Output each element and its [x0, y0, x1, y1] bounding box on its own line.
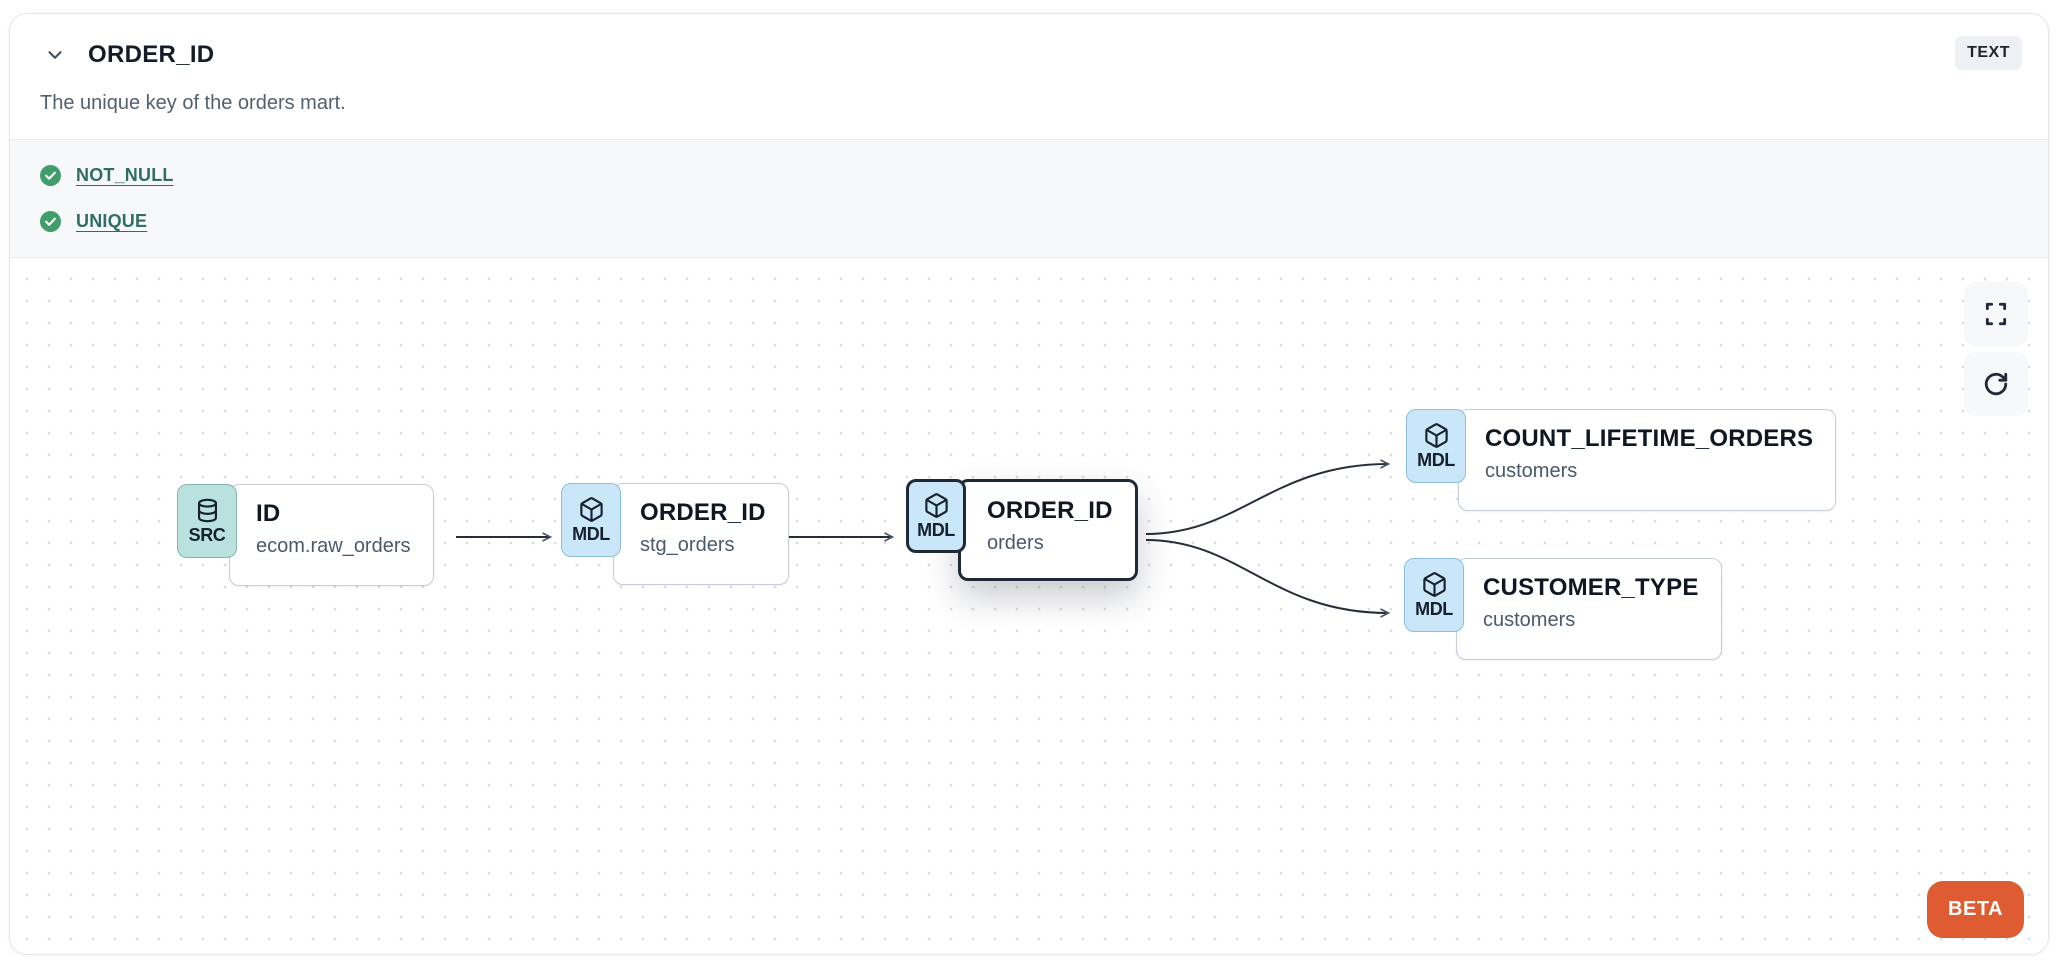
cube-icon	[923, 492, 950, 519]
column-title: ORDER_ID	[88, 41, 215, 68]
test-row: NOT_NULL	[40, 165, 2018, 186]
node-card: COUNT_LIFETIME_ORDERS customers	[1458, 409, 1837, 511]
cube-icon	[578, 496, 605, 523]
check-circle-icon	[40, 211, 61, 232]
node-badge-label: SRC	[188, 524, 226, 545]
node-type-badge-mdl: MDL	[1404, 558, 1464, 632]
node-title: ORDER_ID	[987, 497, 1113, 524]
tests-section: NOT_NULL UNIQUE	[10, 139, 2048, 258]
fullscreen-button[interactable]	[1964, 282, 2028, 346]
lineage-node-count-lifetime-orders[interactable]: MDL COUNT_LIFETIME_ORDERS customers	[1406, 409, 1837, 511]
node-title: CUSTOMER_TYPE	[1483, 574, 1699, 601]
node-badge-label: MDL	[572, 523, 610, 544]
lineage-edges	[456, 459, 1391, 618]
node-card: ID ecom.raw_orders	[229, 484, 434, 586]
test-link-not-null[interactable]: NOT_NULL	[76, 165, 174, 185]
node-subtitle: orders	[987, 532, 1044, 554]
test-link-unique[interactable]: UNIQUE	[76, 211, 148, 231]
node-subtitle: customers	[1483, 609, 1576, 631]
edge-orders-to-count	[1145, 459, 1391, 535]
database-icon	[194, 497, 221, 524]
canvas-controls	[1964, 282, 2028, 416]
node-card: ORDER_ID orders	[958, 479, 1138, 581]
test-row: UNIQUE	[40, 211, 2018, 232]
column-detail-panel: ORDER_ID TEXT The unique key of the orde…	[9, 13, 2049, 955]
node-type-badge-mdl: MDL	[561, 483, 621, 557]
node-badge-label: MDL	[1415, 598, 1453, 619]
cube-icon	[1423, 422, 1450, 449]
node-card: CUSTOMER_TYPE customers	[1456, 558, 1722, 660]
node-title: ORDER_ID	[640, 499, 766, 526]
node-type-badge-src: SRC	[177, 484, 237, 558]
node-title: ID	[256, 500, 281, 527]
column-type-badge: TEXT	[1955, 36, 2022, 70]
cube-icon	[1421, 571, 1448, 598]
collapse-toggle-button[interactable]	[40, 40, 70, 70]
lineage-node-stg-orders[interactable]: MDL ORDER_ID stg_orders	[561, 483, 789, 585]
node-subtitle: ecom.raw_orders	[256, 535, 411, 557]
check-circle-icon	[40, 165, 61, 186]
maximize-icon	[1983, 301, 2009, 327]
lineage-canvas[interactable]: SRC ID ecom.raw_orders MDL ORDER_ID stg_…	[10, 258, 2048, 954]
refresh-button[interactable]	[1964, 352, 2028, 416]
chevron-down-icon	[44, 44, 66, 66]
panel-header: ORDER_ID TEXT The unique key of the orde…	[10, 14, 2048, 139]
node-type-badge-mdl: MDL	[906, 479, 966, 553]
node-subtitle: customers	[1485, 460, 1578, 482]
column-description: The unique key of the orders mart.	[40, 92, 346, 114]
edge-orders-to-cust	[1145, 539, 1391, 618]
rotate-cw-icon	[1983, 371, 2009, 397]
node-card: ORDER_ID stg_orders	[613, 483, 789, 585]
lineage-node-customer-type[interactable]: MDL CUSTOMER_TYPE customers	[1404, 558, 1722, 660]
lineage-node-source-id[interactable]: SRC ID ecom.raw_orders	[177, 484, 434, 586]
beta-badge-button[interactable]: BETA	[1927, 881, 2024, 938]
node-title: COUNT_LIFETIME_ORDERS	[1485, 425, 1814, 452]
node-badge-label: MDL	[917, 519, 955, 540]
lineage-node-orders-selected[interactable]: MDL ORDER_ID orders	[906, 479, 1138, 581]
node-badge-label: MDL	[1417, 449, 1455, 470]
node-subtitle: stg_orders	[640, 534, 735, 556]
node-type-badge-mdl: MDL	[1406, 409, 1466, 483]
